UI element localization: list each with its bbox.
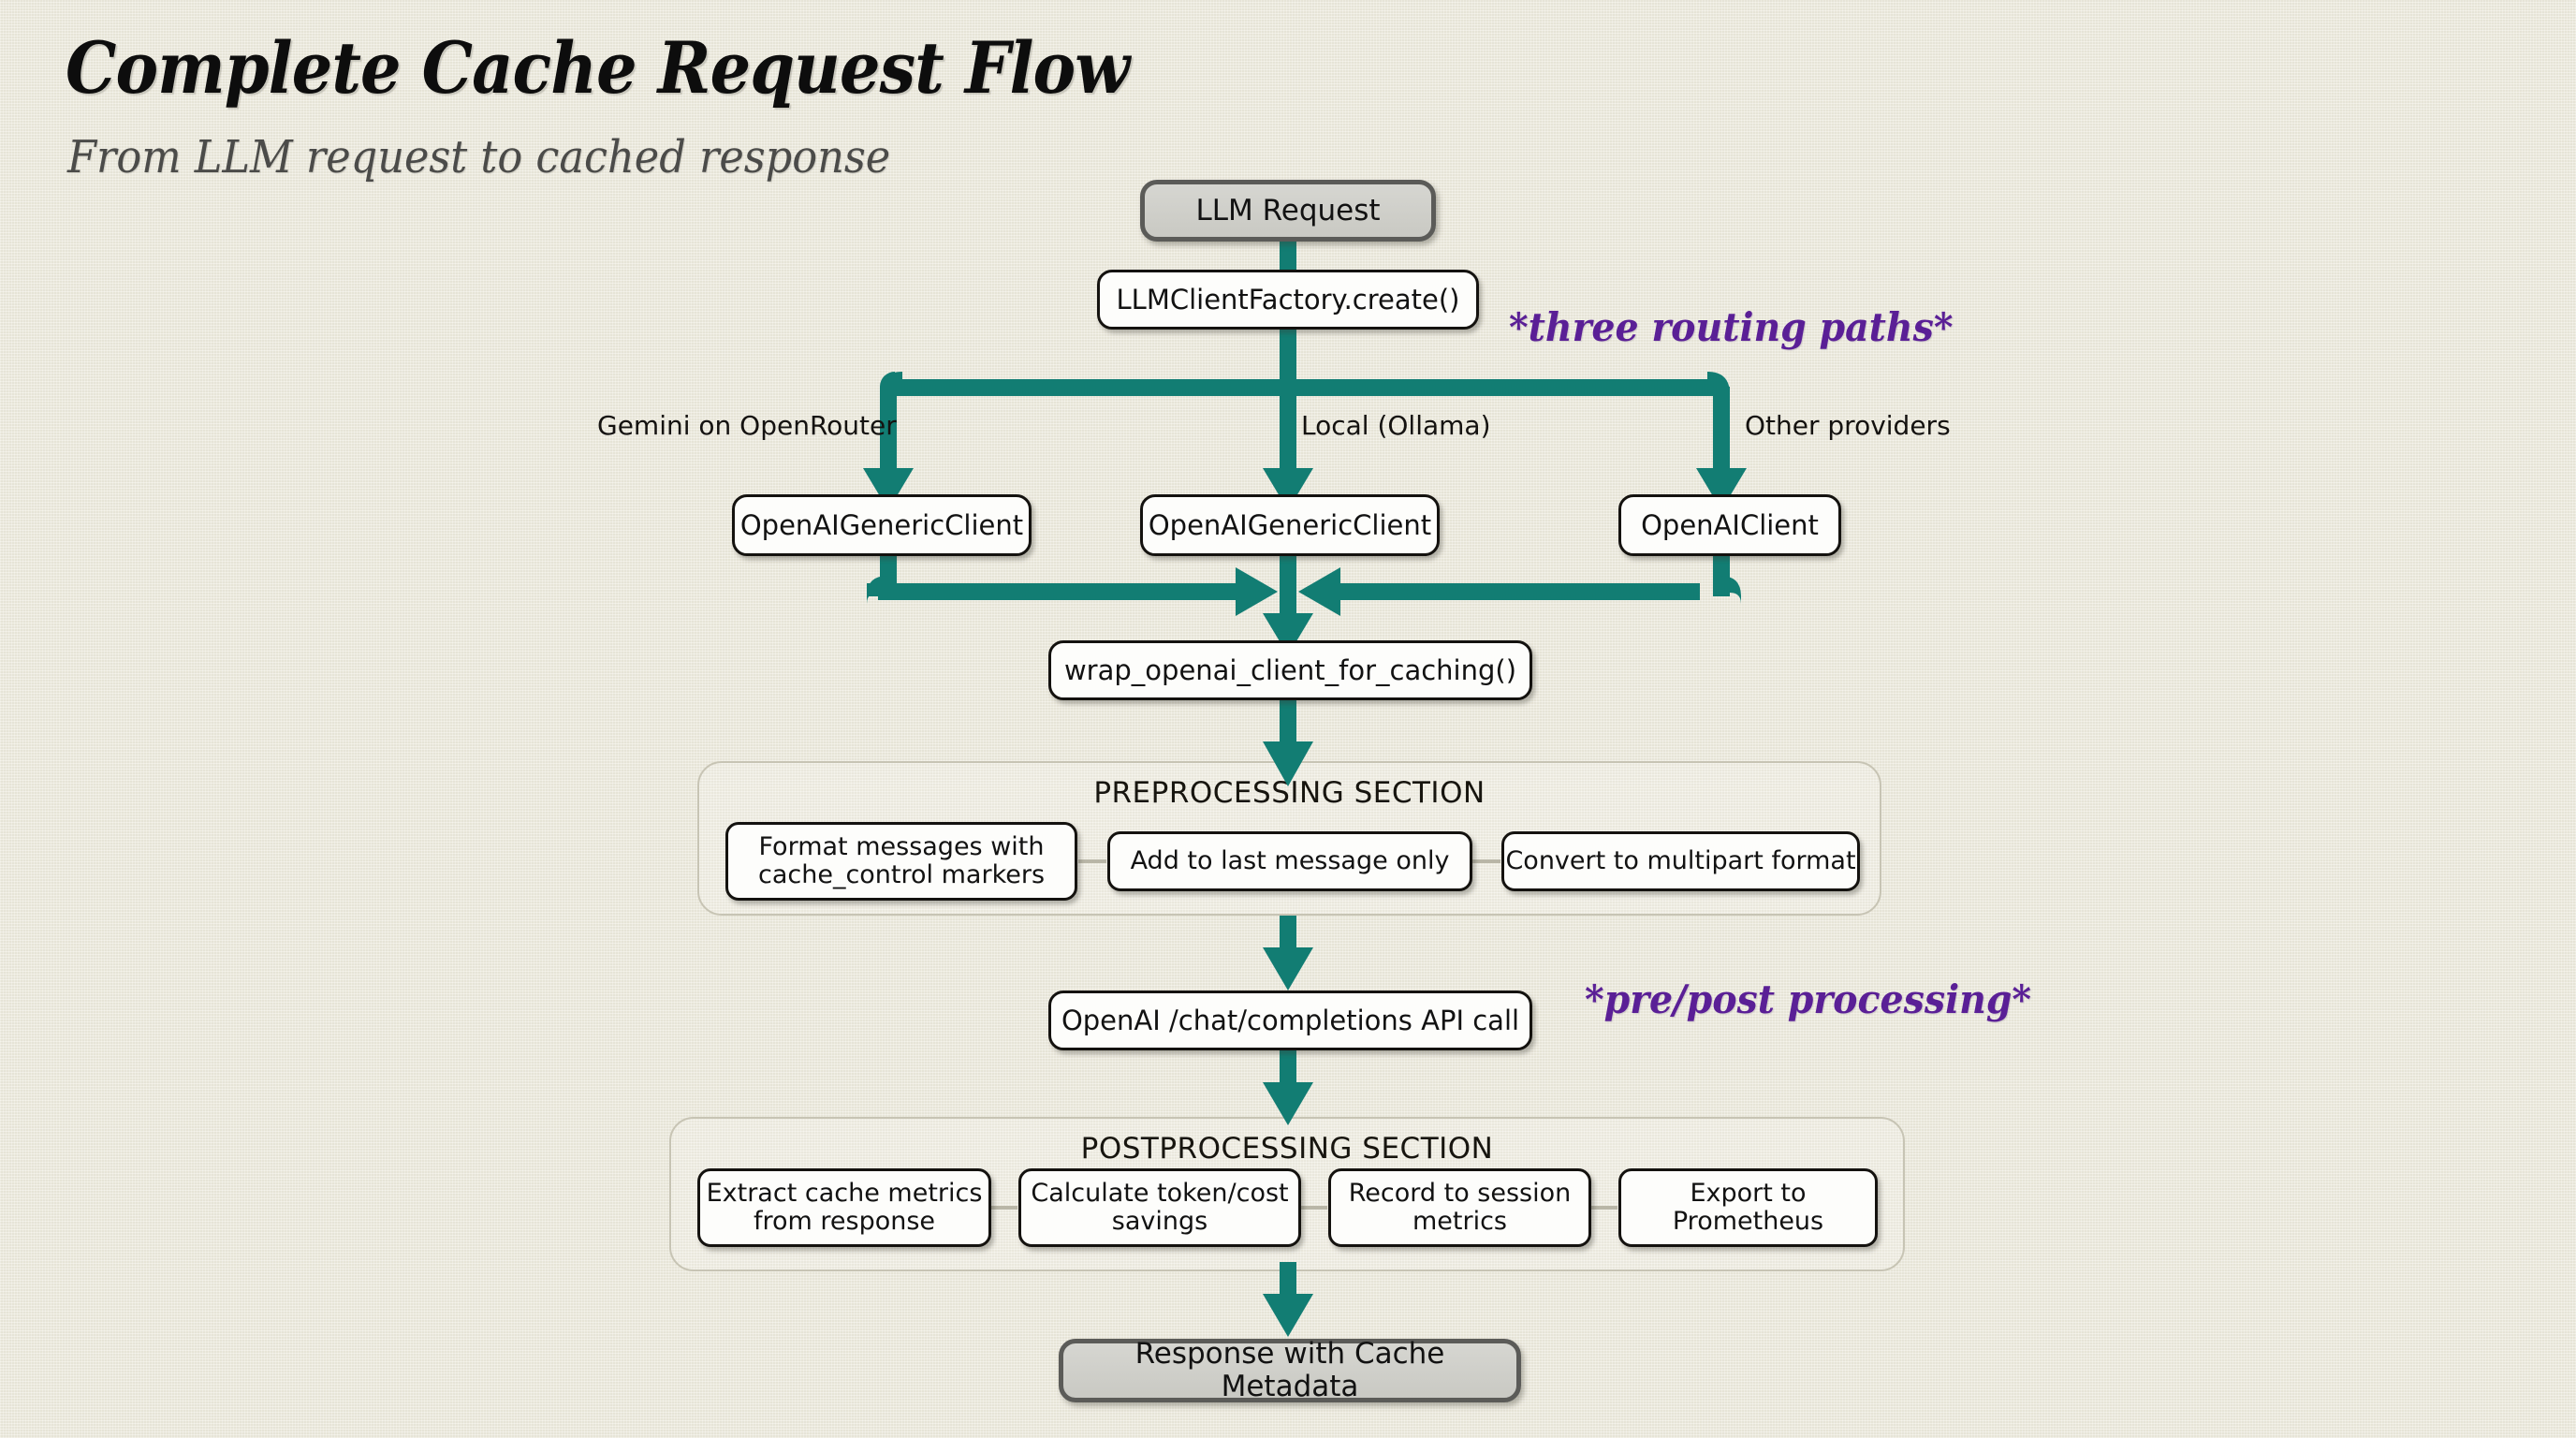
postprocessing-step-2[interactable]: Calculate token/cost savings xyxy=(1018,1168,1301,1247)
node-client-gemini[interactable]: OpenAIGenericClient xyxy=(732,494,1032,556)
edge-label-other: Other providers xyxy=(1745,410,1951,441)
preprocessing-section-title: PREPROCESSING SECTION xyxy=(1093,776,1486,810)
edge-label-local: Local (Ollama) xyxy=(1301,410,1491,441)
annotation-three-routing-paths: *three routing paths* xyxy=(1509,304,1954,350)
page-title: Complete Cache Request Flow xyxy=(66,26,1130,110)
postprocessing-step-1[interactable]: Extract cache metrics from response xyxy=(697,1168,991,1247)
node-client-other[interactable]: OpenAIClient xyxy=(1618,494,1841,556)
node-llm-client-factory[interactable]: LLMClientFactory.create() xyxy=(1097,270,1479,330)
edge-label-gemini: Gemini on OpenRouter xyxy=(597,410,897,441)
postprocessing-step-3[interactable]: Record to session metrics xyxy=(1328,1168,1591,1247)
page-subtitle: From LLM request to cached response xyxy=(67,131,891,183)
node-openai-api-call[interactable]: OpenAI /chat/completions API call xyxy=(1048,990,1532,1050)
annotation-pre-post-processing: *pre/post processing* xyxy=(1585,976,2032,1022)
node-client-local[interactable]: OpenAIGenericClient xyxy=(1140,494,1440,556)
node-response-with-cache-metadata[interactable]: Response with Cache Metadata xyxy=(1059,1338,1521,1402)
preprocessing-step-3[interactable]: Convert to multipart format xyxy=(1501,831,1860,891)
postprocessing-section-title: POSTPROCESSING SECTION xyxy=(1080,1132,1494,1166)
node-llm-request[interactable]: LLM Request xyxy=(1140,180,1436,242)
preprocessing-step-1[interactable]: Format messages with cache_control marke… xyxy=(725,822,1077,901)
node-wrap-openai-client[interactable]: wrap_openai_client_for_caching() xyxy=(1048,640,1532,700)
preprocessing-step-2[interactable]: Add to last message only xyxy=(1107,831,1472,891)
postprocessing-step-4[interactable]: Export to Prometheus xyxy=(1618,1168,1878,1247)
